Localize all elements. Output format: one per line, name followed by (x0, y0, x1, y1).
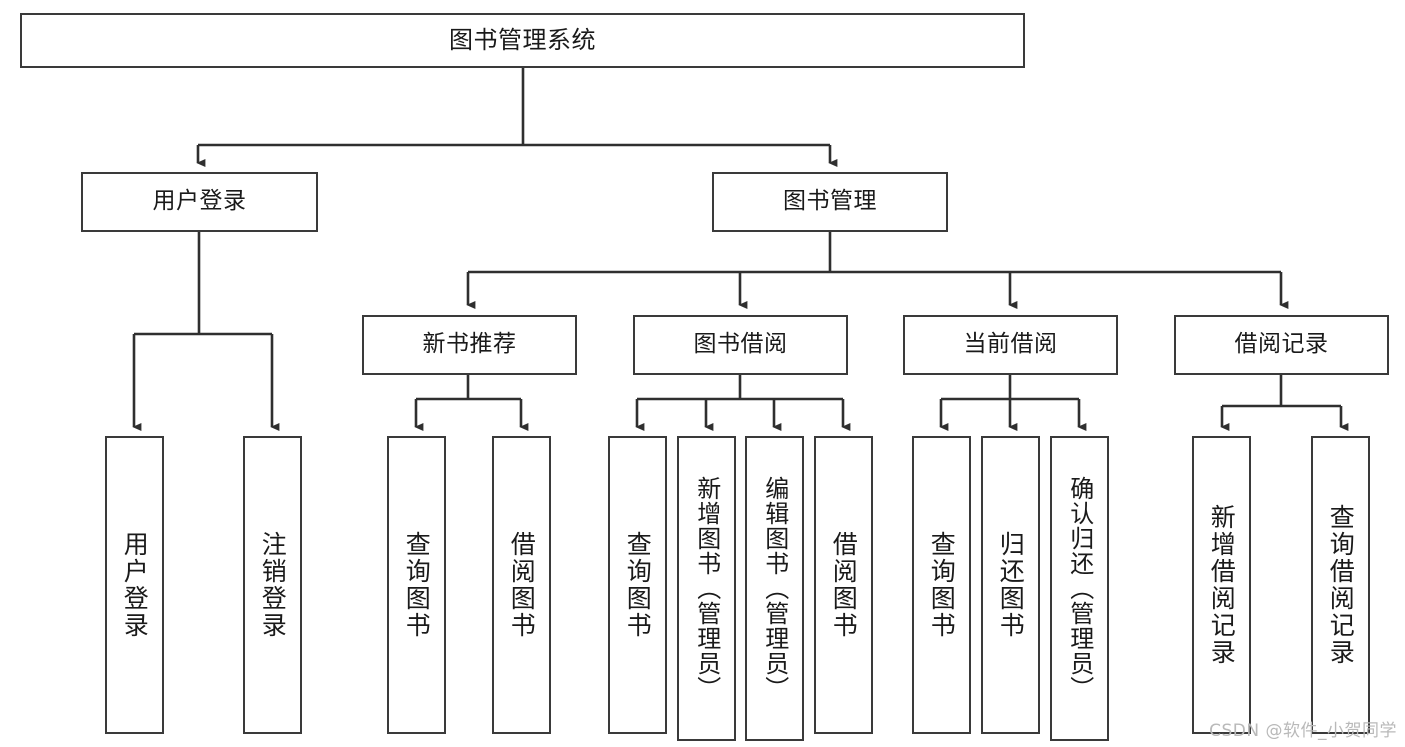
node-label: 查询图书 (927, 531, 957, 639)
leaf-borrow-add-book-admin[interactable]: 新增图书（管理员） (677, 436, 736, 741)
node-label: 图书管理系统 (449, 26, 596, 55)
leaf-newbook-borrow-book[interactable]: 借阅图书 (492, 436, 551, 734)
leaf-logout[interactable]: 注销登录 (243, 436, 302, 734)
node-borrow-record[interactable]: 借阅记录 (1174, 315, 1389, 375)
csdn-watermark: CSDN @软件_小贺同学 (1209, 721, 1397, 741)
leaf-newbook-query-book[interactable]: 查询图书 (387, 436, 446, 734)
leaf-current-confirm-return-admin[interactable]: 确认归还（管理员） (1050, 436, 1109, 741)
node-book-borrow[interactable]: 图书借阅 (633, 315, 848, 375)
node-label: 用户登录 (152, 188, 247, 215)
node-label: 确认归还（管理员） (1065, 476, 1094, 701)
leaf-current-query-book[interactable]: 查询图书 (912, 436, 971, 734)
node-label: 新增图书（管理员） (692, 476, 721, 701)
node-label: 当前借阅 (963, 331, 1058, 358)
node-label: 注销登录 (258, 531, 288, 639)
node-user-login[interactable]: 用户登录 (81, 172, 318, 232)
node-label: 新增借阅记录 (1207, 504, 1237, 666)
node-label: 查询图书 (402, 531, 432, 639)
node-label: 借阅图书 (507, 531, 537, 639)
node-book-management[interactable]: 图书管理 (712, 172, 948, 232)
node-label: 借阅图书 (829, 531, 859, 639)
node-current-borrow[interactable]: 当前借阅 (903, 315, 1118, 375)
leaf-record-add-record[interactable]: 新增借阅记录 (1192, 436, 1251, 734)
leaf-current-return-book[interactable]: 归还图书 (981, 436, 1040, 734)
node-label: 借阅记录 (1234, 331, 1329, 358)
node-label: 用户登录 (120, 531, 150, 639)
node-label: 编辑图书（管理员） (760, 476, 789, 701)
leaf-user-login[interactable]: 用户登录 (105, 436, 164, 734)
leaf-borrow-edit-book-admin[interactable]: 编辑图书（管理员） (745, 436, 804, 741)
leaf-record-query-record[interactable]: 查询借阅记录 (1311, 436, 1370, 734)
node-root-system[interactable]: 图书管理系统 (20, 13, 1025, 68)
node-new-book-recommend[interactable]: 新书推荐 (362, 315, 577, 375)
node-label: 新书推荐 (422, 331, 517, 358)
node-label: 图书借阅 (693, 331, 788, 358)
node-label: 归还图书 (996, 531, 1026, 639)
node-label: 图书管理 (783, 188, 877, 215)
leaf-borrow-query-book[interactable]: 查询图书 (608, 436, 667, 734)
leaf-borrow-borrow-book[interactable]: 借阅图书 (814, 436, 873, 734)
node-label: 查询借阅记录 (1326, 504, 1356, 666)
node-label: 查询图书 (623, 531, 653, 639)
